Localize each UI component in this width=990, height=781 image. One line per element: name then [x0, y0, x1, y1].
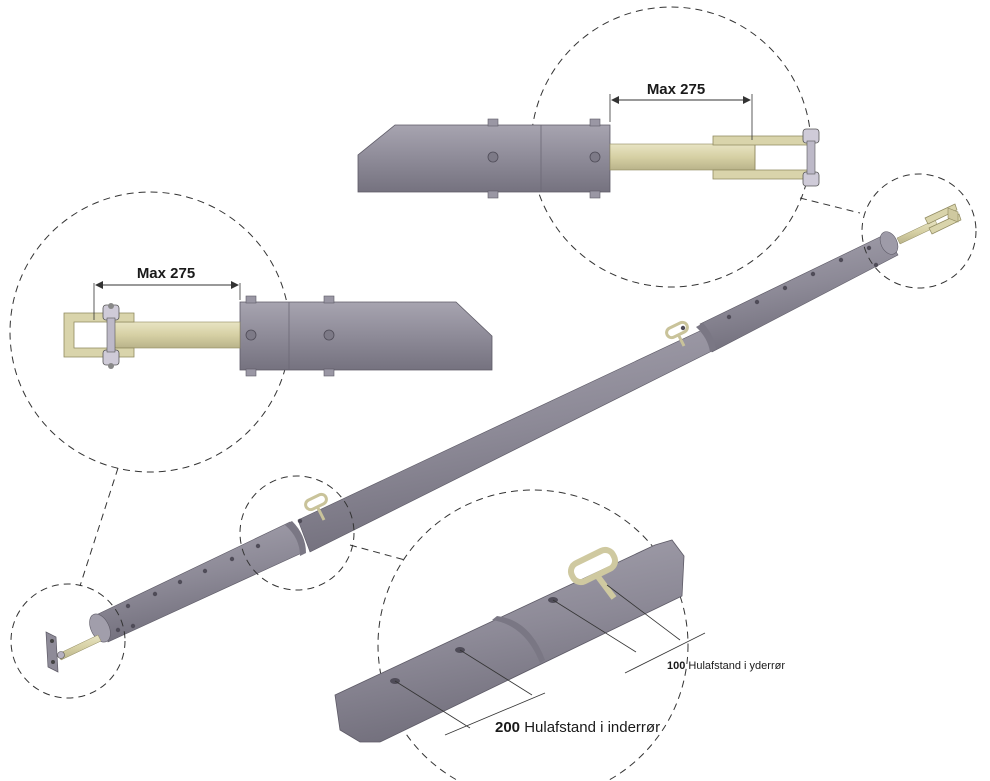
pull-pin-detail	[567, 546, 619, 600]
inner-tube-upper	[699, 233, 899, 353]
detail-circle-left-end	[10, 583, 126, 699]
hole-spacing-outer-text: Hulafstand i yderrør	[685, 660, 785, 672]
hole-spacing-outer-value: 100	[667, 660, 685, 672]
rod-right-detail	[609, 143, 756, 171]
zoom-circle-holes	[377, 489, 689, 781]
max-length-label-left: Max 275	[137, 265, 195, 282]
end-plate-left	[45, 631, 65, 673]
max-length-label-right: Max 275	[647, 81, 705, 98]
main-telescopic-tube	[45, 203, 962, 673]
pull-pin-upper	[665, 320, 689, 347]
hole-spacing-inner-text: Hulafstand i inderrør	[520, 719, 660, 736]
detail-circle-right-end	[861, 173, 977, 289]
rod-left-detail	[109, 321, 241, 349]
hole-spacing-inner-label: 200 Hulafstand i inderrør	[495, 719, 660, 736]
tube-joint-detail	[334, 539, 685, 743]
detail-hole-spacing: 200 Hulafstand i inderrør 100 Hulafstand…	[334, 539, 785, 743]
clevis-left-detail	[63, 303, 135, 369]
detail-circle-joint	[239, 475, 355, 591]
pull-pin-lower	[304, 492, 328, 521]
tube-body-left-detail	[239, 301, 493, 371]
hole-spacing-outer-label: 100 Hulafstand i yderrør	[667, 660, 785, 672]
hole-spacing-inner-value: 200	[495, 719, 520, 736]
clevis-right-detail	[712, 128, 820, 187]
detail-left-end: Max 275	[63, 265, 493, 377]
clevis-right	[924, 203, 962, 235]
tube-body-right-detail	[357, 124, 611, 193]
inner-tube-lower	[95, 521, 305, 643]
detail-right-end: Max 275	[357, 81, 820, 199]
